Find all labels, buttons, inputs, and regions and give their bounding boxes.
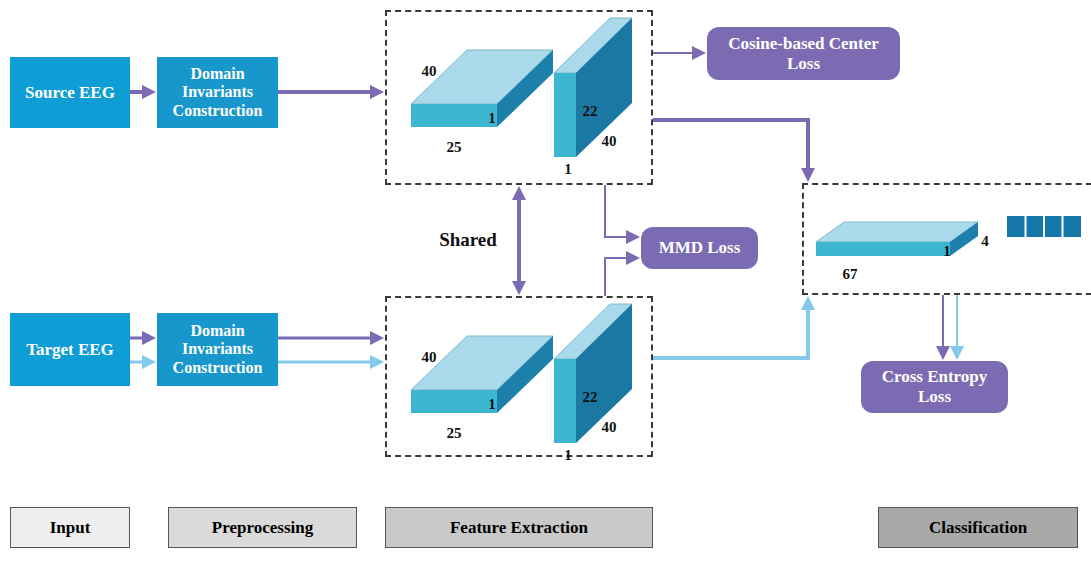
connector-arrow	[278, 337, 372, 340]
node-text: Domain Invariants Construction	[163, 65, 272, 120]
feature-block	[411, 18, 632, 157]
node-text: Target EEG	[26, 340, 114, 360]
node-text: MMD Loss	[659, 238, 741, 258]
stage-label: Classification	[878, 507, 1078, 548]
dimension-number: 40	[422, 63, 437, 80]
connector-arrow	[605, 185, 628, 237]
stage-label: Feature Extraction	[385, 507, 653, 548]
dimension-number: 40	[422, 349, 437, 366]
classifier-block	[816, 222, 978, 256]
connector-arrow	[653, 120, 808, 170]
dimension-number: 1	[564, 447, 572, 464]
dimension-number: 1	[488, 110, 496, 127]
connector-arrow	[130, 361, 144, 364]
classifier-frame: 67 1 4	[802, 183, 1091, 295]
input-box: Source EEG	[10, 57, 130, 128]
dimension-number: 1	[943, 243, 951, 260]
feature-block	[411, 304, 632, 443]
loss-box: Cross Entropy Loss	[861, 361, 1008, 413]
dimension-number: 4	[981, 233, 989, 250]
connector-arrow	[653, 52, 694, 54]
dimension-number: 22	[583, 103, 598, 120]
node-text: Source EEG	[25, 83, 115, 103]
node-text: Cross Entropy Loss	[869, 367, 1000, 406]
feature-frame: 4025122401	[385, 10, 653, 185]
node-text: Preprocessing	[212, 518, 313, 538]
node-text: Domain Invariants Construction	[163, 322, 272, 377]
connector-arrow	[605, 258, 628, 296]
dimension-number: 22	[583, 389, 598, 406]
stage-label: Preprocessing	[168, 507, 357, 548]
dimension-number: 67	[843, 266, 858, 283]
dimension-number: 1	[488, 396, 496, 413]
connector-arrow	[278, 90, 372, 94]
process-box: Domain Invariants Construction	[157, 313, 278, 386]
node-text: Classification	[929, 518, 1027, 538]
node-text: Cosine-based Center Loss	[715, 34, 892, 73]
dimension-number: 40	[602, 133, 617, 150]
stage-label: Input	[10, 507, 130, 548]
dimension-number: 25	[447, 425, 462, 442]
connector-arrow	[956, 295, 958, 348]
output-vector	[1007, 216, 1081, 237]
edge-label: Shared	[439, 229, 497, 251]
node-text: Feature Extraction	[450, 518, 588, 538]
connector-arrow	[942, 295, 944, 348]
connector-arrow	[130, 90, 144, 94]
connector-arrow	[278, 361, 372, 364]
connector-arrow	[130, 337, 144, 340]
connector-arrow	[517, 198, 521, 283]
connector-arrow	[653, 308, 808, 358]
node-text: Input	[50, 518, 91, 538]
loss-box: MMD Loss	[641, 227, 758, 269]
input-box: Target EEG	[10, 313, 130, 386]
dimension-number: 40	[602, 419, 617, 436]
feature-frame: 4025122401	[385, 296, 653, 457]
loss-box: Cosine-based Center Loss	[707, 27, 900, 80]
dimension-number: 1	[564, 161, 572, 178]
process-box: Domain Invariants Construction	[157, 57, 278, 128]
dimension-number: 25	[447, 139, 462, 156]
